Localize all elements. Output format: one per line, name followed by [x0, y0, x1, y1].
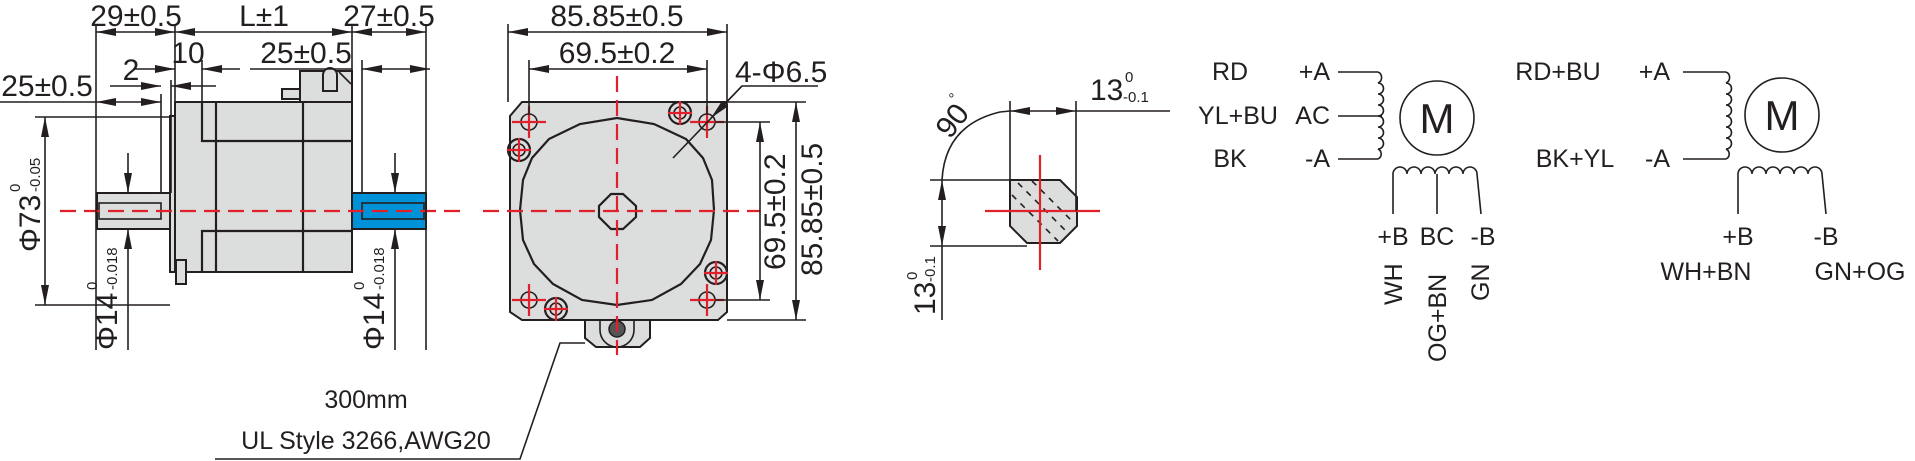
mount-hole-bl — [512, 284, 546, 316]
dim-front-shaft-tol-upper: 0 — [84, 282, 101, 290]
section-flat-width-tol-lower: -0.1 — [1123, 89, 1149, 106]
screw-4 — [543, 296, 569, 322]
wire-color-a2: YL+BU — [1198, 102, 1278, 130]
terminal-b3: -B — [1471, 223, 1496, 251]
bi-motor-symbol-icon — [1744, 77, 1820, 153]
screw-1 — [667, 100, 693, 126]
bi-terminal-b2: -B — [1814, 223, 1839, 251]
bi-coil-b-icon — [1737, 166, 1827, 215]
cable-spec: UL Style 3266,AWG20 — [241, 427, 491, 455]
dim-hole-spacing-h: 69.5±0.2 — [559, 37, 676, 70]
shaft-octagon — [597, 192, 638, 231]
dim-flat-length: 25±0.5 — [1, 70, 93, 103]
dim-rear-shaft-length: 27±0.5 — [343, 0, 435, 33]
section-flat-width: 13 — [1090, 74, 1123, 107]
coil-a-icon — [1377, 71, 1385, 160]
shaft-section: 90 ° 13 0 -0.1 13 0 -0.1 — [904, 69, 1170, 320]
wire-color-b2: OG+BN — [1424, 274, 1452, 362]
dim-body-length: L±1 — [239, 0, 289, 33]
dim-mount-holes: 4-Φ6.5 — [735, 56, 827, 89]
coil-b-icon — [1392, 166, 1482, 215]
dim-overall-width: 85.85±0.5 — [550, 0, 683, 33]
cable-leader — [215, 342, 585, 460]
dim-connector-offset: 25±0.5 — [260, 37, 352, 70]
section-flat-height: 13 — [909, 282, 942, 315]
motor-label: M — [1420, 95, 1455, 142]
terminal-b1: +B — [1377, 223, 1408, 251]
bi-terminal-a1: +A — [1639, 58, 1671, 86]
terminal-a3: -A — [1305, 145, 1330, 173]
section-angle: 90 — [930, 98, 977, 145]
dim-overall-height: 85.85±0.5 — [796, 143, 829, 276]
dim-front-shaft-diameter: Φ14 — [91, 293, 124, 350]
terminal-a2: AC — [1295, 102, 1330, 130]
bi-wire-color-b1: WH+BN — [1661, 258, 1752, 286]
bi-wire-color-a2: BK+YL — [1536, 145, 1615, 173]
dim-hole-spacing-v: 69.5±0.2 — [759, 153, 792, 270]
wire-color-a3: BK — [1213, 145, 1247, 173]
screw-3 — [703, 260, 729, 286]
dim-rear-shaft-tol-upper: 0 — [351, 282, 368, 290]
bi-terminal-a2: -A — [1645, 145, 1670, 173]
wire-color-b3: GN — [1467, 264, 1495, 302]
dim-boss-height: 2 — [123, 54, 140, 87]
section-flat-width-tol-upper: 0 — [1125, 69, 1133, 86]
dim-pilot-diameter: Φ73 — [14, 195, 47, 252]
terminal-a1: +A — [1299, 58, 1331, 86]
dim-pilot-tol-lower: -0.05 — [27, 158, 44, 192]
dim-rear-shaft-tol-lower: -0.018 — [371, 247, 388, 290]
side-view: 29±0.5 L±1 27±0.5 10 25±0.5 2 25±0.5 Φ73… — [0, 0, 460, 350]
section-flat-height-tol-lower: -0.1 — [922, 256, 939, 282]
wiring-unipolar: RD YL+BU BK +A AC -A M +B BC -B WH OG+BN… — [1198, 58, 1495, 362]
wire-color-b1: WH — [1380, 263, 1408, 305]
terminal-b2: BC — [1420, 223, 1455, 251]
wiring-bipolar: RD+BU BK+YL +A -A M +B -B WH+BN GN+OG — [1515, 58, 1905, 286]
bi-terminal-b1: +B — [1722, 223, 1753, 251]
motor-body — [174, 101, 353, 273]
motor-symbol-icon — [1399, 80, 1475, 156]
dim-pilot-tol-upper: 0 — [7, 184, 24, 192]
front-view: 85.85±0.5 69.5±0.2 4-Φ6.5 69.5±0.2 85.85… — [215, 0, 829, 460]
dim-front-shaft-length: 29±0.5 — [90, 0, 182, 33]
bi-coil-a-icon — [1725, 71, 1733, 160]
screw-2 — [506, 137, 532, 163]
connector — [281, 67, 353, 103]
wire-color-a1: RD — [1212, 58, 1248, 86]
bi-motor-label: M — [1765, 92, 1800, 139]
dim-front-shaft-tol-lower: -0.018 — [104, 247, 121, 290]
section-flat-height-tol-upper: 0 — [904, 272, 921, 280]
dim-flange-offset: 10 — [171, 37, 204, 70]
bi-wire-color-a1: RD+BU — [1515, 58, 1600, 86]
bi-wire-color-b2: GN+OG — [1815, 258, 1906, 286]
dim-rear-shaft-diameter: Φ14 — [358, 293, 391, 350]
cable-length: 300mm — [324, 386, 407, 414]
